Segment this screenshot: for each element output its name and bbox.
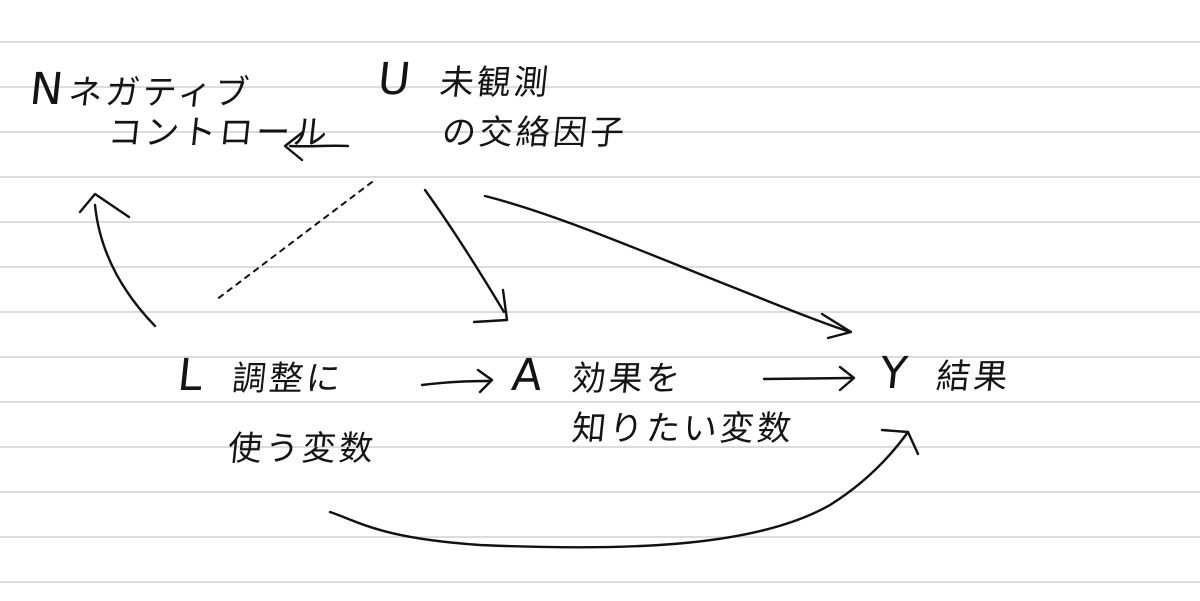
node-u-line1: 未観測 — [437, 63, 553, 103]
edge-u-to-l-dashed — [215, 181, 373, 301]
node-n-line2: コントロール — [105, 113, 333, 153]
node-l-line1: 調整に — [230, 359, 346, 399]
node-u-symbol: U — [375, 54, 413, 105]
node-treatment-line2: 知りたい変数 — [570, 408, 796, 451]
arrowhead-y-from-l — [880, 428, 920, 456]
node-l-symbol: L — [175, 350, 206, 401]
node-a-symbol: A — [509, 350, 545, 401]
edge-l-to-y — [328, 430, 910, 549]
node-u-line2: の交絡因子 — [439, 113, 630, 153]
node-adjustment-line2: 使う変数 — [226, 428, 378, 471]
node-negative-control-line2: コントロール — [106, 112, 332, 155]
edge-l-to-a — [420, 379, 492, 387]
arrowhead-n — [283, 130, 305, 162]
arrowhead-n-from-l — [78, 192, 131, 219]
node-treatment: A 効果を — [509, 348, 686, 403]
node-l-line2: 使う変数 — [225, 429, 379, 469]
edge-u-to-a — [423, 188, 506, 314]
arrowhead-y-from-a — [838, 365, 856, 392]
edge-u-to-n — [288, 144, 350, 148]
arrowhead-a-from-l — [476, 368, 494, 394]
arrowhead-a-from-u — [472, 288, 509, 324]
node-n-symbol: N — [27, 64, 66, 115]
node-y-symbol: Y — [877, 348, 910, 399]
node-unobserved-confounder: U 未観測 — [375, 52, 554, 107]
node-a-line1: 効果を — [569, 359, 685, 399]
node-a-line2: 知りたい変数 — [569, 409, 797, 449]
edge-u-to-y — [483, 194, 852, 334]
node-outcome: Y 結果 — [877, 346, 1014, 401]
node-y-line1: 結果 — [934, 357, 1013, 397]
arrowhead-y-from-u — [820, 312, 853, 340]
edge-a-to-y — [762, 376, 854, 381]
edge-l-to-n — [93, 203, 157, 328]
node-n-line1: ネガティブ — [66, 73, 254, 113]
node-negative-control: Nネガティブ — [27, 62, 255, 117]
node-adjustment: L 調整に — [175, 348, 346, 403]
node-unobserved-confounder-line2: の交絡因子 — [440, 112, 629, 155]
